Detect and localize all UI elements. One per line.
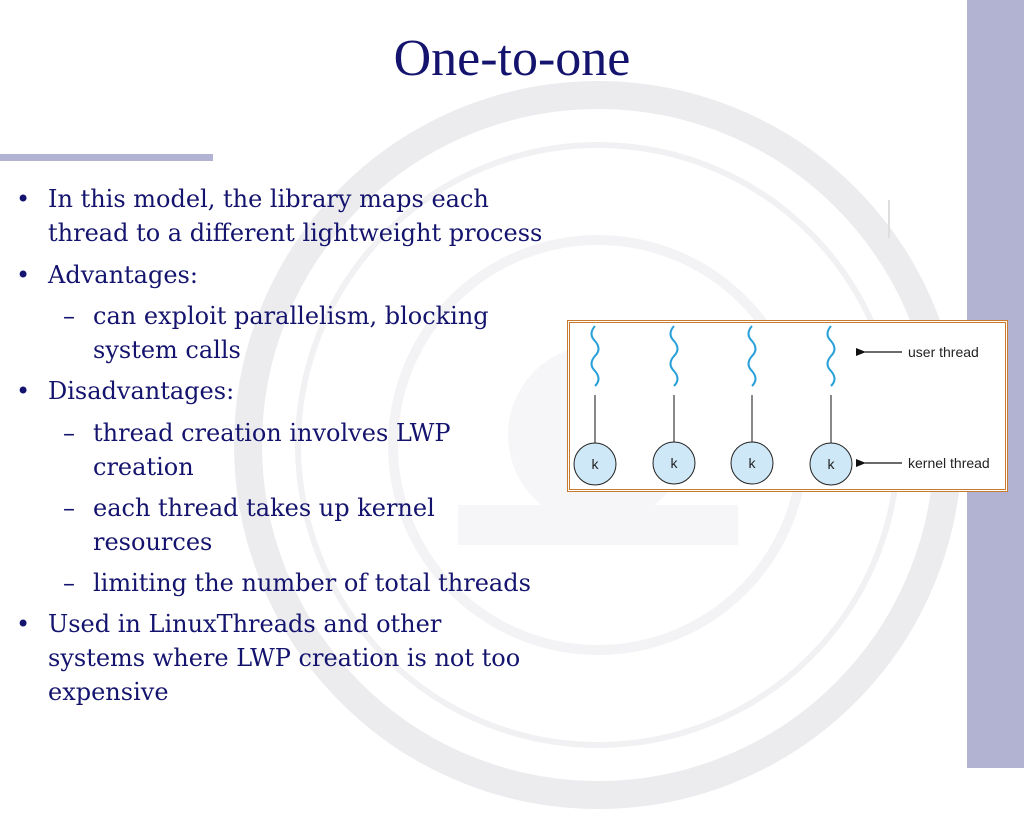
user-thread-label: user thread bbox=[908, 344, 979, 360]
user-thread-squiggle bbox=[747, 325, 757, 387]
bullet-marker: • bbox=[16, 185, 31, 213]
user-thread-squiggle bbox=[590, 325, 600, 387]
bullet-line: resources bbox=[93, 528, 213, 556]
bullet-item: • In this model, the library maps each t… bbox=[16, 182, 543, 250]
kernel-node-label: k bbox=[592, 456, 600, 472]
thread-column-2: k bbox=[652, 325, 696, 485]
bullet-marker: • bbox=[16, 261, 31, 289]
kernel-thread-node bbox=[730, 441, 774, 485]
bullet-marker: • bbox=[16, 610, 31, 638]
bullet-line: system calls bbox=[93, 336, 241, 364]
bullet-line: each thread takes up kernel bbox=[93, 494, 435, 522]
kernel-node-label: k bbox=[671, 455, 679, 471]
user-thread-squiggle bbox=[826, 325, 836, 387]
kernel-thread-node bbox=[652, 441, 696, 485]
kernel-thread-label: kernel thread bbox=[908, 455, 990, 471]
kernel-thread-node bbox=[573, 442, 617, 486]
bullet-line: creation bbox=[93, 453, 194, 481]
bullet-line: expensive bbox=[48, 678, 169, 706]
decorative-mark bbox=[888, 200, 890, 238]
bullet-line: systems where LWP creation is not too bbox=[48, 644, 521, 672]
sub-bullet-item: – can exploit parallelism, blocking syst… bbox=[63, 299, 489, 367]
user-thread-squiggle bbox=[669, 325, 679, 387]
bullet-line: thread to a different lightweight proces… bbox=[48, 219, 543, 247]
bullet-item: • Advantages: bbox=[16, 258, 198, 292]
bullet-item: • Used in LinuxThreads and other systems… bbox=[16, 607, 521, 709]
bullet-item: • Disadvantages: bbox=[16, 374, 235, 408]
sub-bullet-item: – thread creation involves LWP creation bbox=[63, 416, 451, 484]
sub-bullet-marker: – bbox=[63, 569, 75, 597]
kernel-node-label: k bbox=[828, 456, 836, 472]
diagram-canvas: k k k k user thread kernel thread bbox=[573, 325, 990, 486]
bullet-line: limiting the number of total threads bbox=[93, 569, 531, 597]
thread-column-4: k bbox=[809, 325, 853, 486]
thread-column-3: k bbox=[730, 325, 774, 485]
one-to-one-thread-diagram: k k k k user thread kernel thread bbox=[567, 320, 1008, 492]
sub-bullet-item: – limiting the number of total threads bbox=[63, 566, 531, 600]
kernel-node-label: k bbox=[749, 455, 757, 471]
slide-title: One-to-one bbox=[393, 30, 631, 87]
bullet-line: can exploit parallelism, blocking bbox=[93, 302, 489, 330]
sub-bullet-marker: – bbox=[63, 494, 75, 522]
title-underline-rule bbox=[0, 154, 213, 161]
thread-column-1: k bbox=[573, 325, 617, 486]
kernel-thread-node bbox=[809, 442, 853, 486]
bullet-line: Used in LinuxThreads and other bbox=[48, 610, 442, 638]
bullet-line: Advantages: bbox=[48, 261, 198, 289]
bullet-list: • In this model, the library maps each t… bbox=[16, 182, 543, 709]
bullet-line: Disadvantages: bbox=[48, 377, 235, 405]
bullet-line: In this model, the library maps each bbox=[48, 185, 489, 213]
sub-bullet-marker: – bbox=[63, 302, 75, 330]
bullet-line: thread creation involves LWP bbox=[93, 419, 451, 447]
sub-bullet-marker: – bbox=[63, 419, 75, 447]
bullet-marker: • bbox=[16, 377, 31, 405]
sub-bullet-item: – each thread takes up kernel resources bbox=[63, 491, 435, 559]
